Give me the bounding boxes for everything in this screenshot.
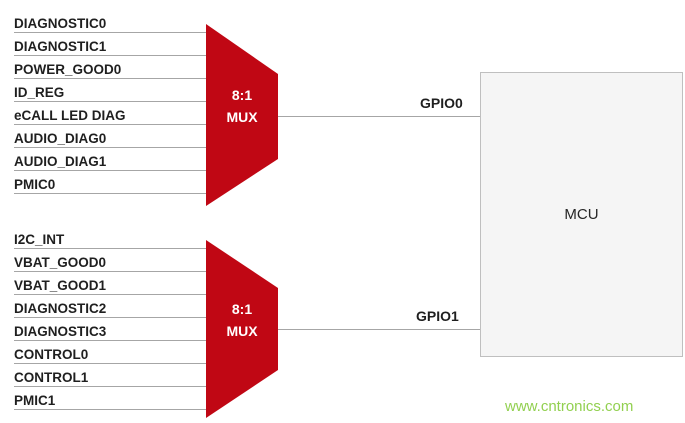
signal-label: VBAT_GOOD1 — [14, 278, 107, 293]
signal-label: PMIC1 — [14, 393, 56, 408]
signal-label: DIAGNOSTIC1 — [14, 39, 107, 54]
signal-wire — [14, 271, 207, 272]
signal-wire — [14, 124, 207, 125]
signal-label: eCALL LED DIAG — [14, 108, 126, 123]
signal-wire — [14, 32, 207, 33]
signal-row: DIAGNOSTIC1 — [14, 33, 207, 56]
mux-8to1-top: 8:1 MUX — [206, 24, 278, 206]
gpio0-label: GPIO0 — [420, 95, 463, 111]
signal-wire — [14, 386, 207, 387]
mcu-block: MCU — [480, 72, 683, 357]
signal-wire — [14, 363, 207, 364]
signal-wire — [14, 340, 207, 341]
signal-label: VBAT_GOOD0 — [14, 255, 107, 270]
signal-wire — [14, 78, 207, 79]
mux-trapezoid-shape — [206, 24, 278, 206]
signal-row: DIAGNOSTIC2 — [14, 295, 207, 318]
signal-wire — [14, 55, 207, 56]
signal-label: AUDIO_DIAG0 — [14, 131, 107, 146]
signal-label: PMIC0 — [14, 177, 56, 192]
signal-wire — [14, 101, 207, 102]
signal-row: CONTROL1 — [14, 364, 207, 387]
watermark-text: www.cntronics.com — [505, 398, 634, 415]
signal-row: POWER_GOOD0 — [14, 56, 207, 79]
signal-row: DIAGNOSTIC3 — [14, 318, 207, 341]
signal-label: AUDIO_DIAG1 — [14, 154, 107, 169]
signal-row: PMIC1 — [14, 387, 207, 410]
signal-wire — [14, 147, 207, 148]
signal-row: ID_REG — [14, 79, 207, 102]
signal-label: DIAGNOSTIC3 — [14, 324, 107, 339]
signal-row: PMIC0 — [14, 171, 207, 194]
signal-row: DIAGNOSTIC0 — [14, 10, 207, 33]
mux-trapezoid-shape — [206, 240, 278, 418]
gpio0-wire — [278, 116, 481, 117]
mcu-label: MCU — [564, 206, 599, 223]
signal-wire — [14, 248, 207, 249]
gpio1-wire — [278, 329, 481, 330]
signal-row: eCALL LED DIAG — [14, 102, 207, 125]
signal-wire — [14, 317, 207, 318]
signal-label: I2C_INT — [14, 232, 65, 247]
signal-row: CONTROL0 — [14, 341, 207, 364]
signal-wire — [14, 170, 207, 171]
mux-bottom-label-mux: MUX — [226, 323, 258, 339]
mux-top-label-ratio: 8:1 — [231, 87, 253, 103]
mux-top-label-mux: MUX — [226, 109, 258, 125]
signal-row: AUDIO_DIAG1 — [14, 148, 207, 171]
mux-8to1-bottom: 8:1 MUX — [206, 240, 278, 418]
gpio1-label: GPIO1 — [416, 308, 459, 324]
mux-bottom-label-ratio: 8:1 — [231, 301, 253, 317]
signal-wire — [14, 193, 207, 194]
signal-label: DIAGNOSTIC0 — [14, 16, 107, 31]
signal-row: I2C_INT — [14, 226, 207, 249]
signal-row: VBAT_GOOD1 — [14, 272, 207, 295]
signal-label: DIAGNOSTIC2 — [14, 301, 107, 316]
signal-row: VBAT_GOOD0 — [14, 249, 207, 272]
signal-label: CONTROL1 — [14, 370, 89, 385]
signal-row: AUDIO_DIAG0 — [14, 125, 207, 148]
signal-label: ID_REG — [14, 85, 65, 100]
signal-label: CONTROL0 — [14, 347, 89, 362]
signal-label: POWER_GOOD0 — [14, 62, 122, 77]
signal-wire — [14, 294, 207, 295]
signal-wire — [14, 409, 207, 410]
